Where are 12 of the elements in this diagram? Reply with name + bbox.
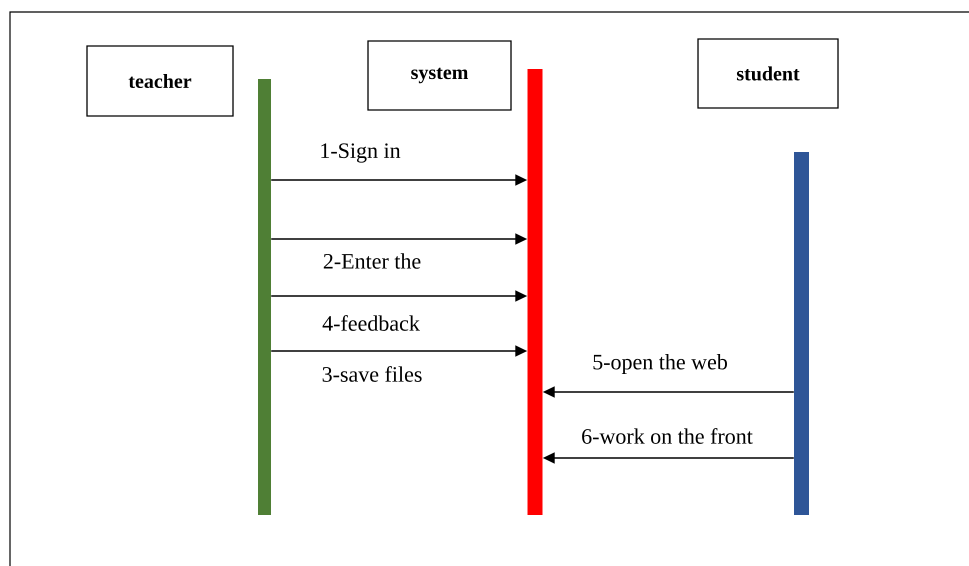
edge-label: 5-open the web — [591, 353, 729, 375]
edge-label: 4-feedback — [321, 314, 421, 332]
actor-box: teacher — [86, 45, 234, 117]
actor-box: system — [367, 40, 512, 111]
lifeline — [258, 79, 271, 515]
actor-box: student — [697, 38, 839, 109]
edge-label: 2-Enter the — [322, 252, 422, 270]
edge-label: 1-Sign in — [318, 142, 402, 164]
edge-label: 3-save files — [320, 365, 424, 383]
lifeline — [794, 152, 809, 515]
edge-label: 6-work on the front — [580, 427, 754, 445]
lifeline — [528, 69, 542, 515]
